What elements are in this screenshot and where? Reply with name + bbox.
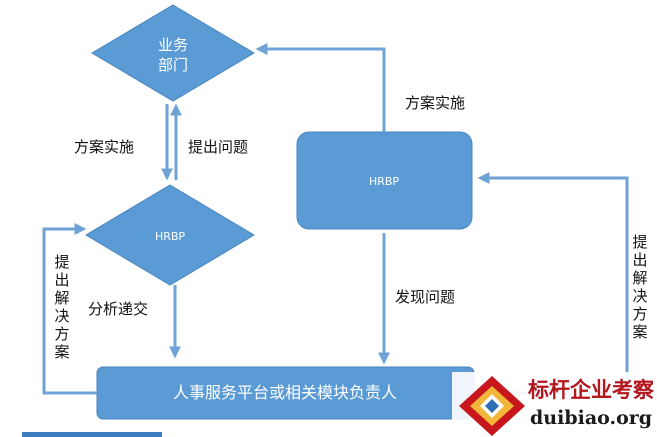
hrbp-center-label: HRBP: [155, 230, 185, 243]
solution-right-char: 出: [632, 251, 647, 269]
solution-right-char: 决: [632, 287, 647, 305]
hrbp-right-label: HRBP: [369, 175, 399, 188]
bottom-edge-strip: [22, 432, 162, 437]
solution-left-char: 决: [54, 307, 69, 325]
solution-left-char: 出: [54, 271, 69, 289]
solution-right-char: 解: [632, 269, 647, 287]
node-platform-owner: 人事服务平台或相关模块负责人: [96, 366, 475, 420]
node-hrbp-center: HRBP: [85, 184, 255, 286]
watermark-url: duibiao.org: [530, 407, 652, 429]
business-dept-label-line2: 部门: [158, 56, 188, 74]
solution-left-char: 案: [54, 343, 69, 361]
label-solution-right: 提 出 解 决 方 案: [632, 233, 647, 341]
node-business-department: 业务 部门: [91, 4, 255, 102]
arrow-hrbp-right-to-business: [255, 43, 386, 132]
solution-right-char: 方: [632, 305, 647, 323]
label-solution-left: 提 出 解 决 方 案: [54, 253, 69, 361]
arrow-platform-to-hrbp-center: [42, 223, 97, 395]
solution-right-char: 提: [632, 233, 647, 251]
label-plan-implement-top: 方案实施: [405, 94, 465, 112]
solution-right-char: 案: [632, 323, 647, 341]
watermark-logo-icon: [459, 376, 525, 436]
solution-left-char: 提: [54, 253, 69, 271]
watermark-name: 标杆企业考察: [528, 377, 655, 402]
node-hrbp-right: HRBP: [296, 131, 473, 230]
label-raise-problem: 提出问题: [188, 138, 248, 156]
platform-owner-label: 人事服务平台或相关模块负责人: [173, 383, 397, 402]
label-analyze-submit: 分析递交: [88, 300, 148, 318]
arrow-platform-to-hrbp-right: [474, 172, 629, 395]
business-dept-label-line1: 业务: [158, 36, 188, 54]
watermark: 标杆企业考察 duibiao.org: [452, 372, 657, 437]
solution-left-char: 解: [54, 289, 69, 307]
solution-left-char: 方: [54, 325, 69, 343]
label-plan-implement-left: 方案实施: [74, 138, 134, 156]
label-find-problem: 发现问题: [395, 288, 455, 306]
